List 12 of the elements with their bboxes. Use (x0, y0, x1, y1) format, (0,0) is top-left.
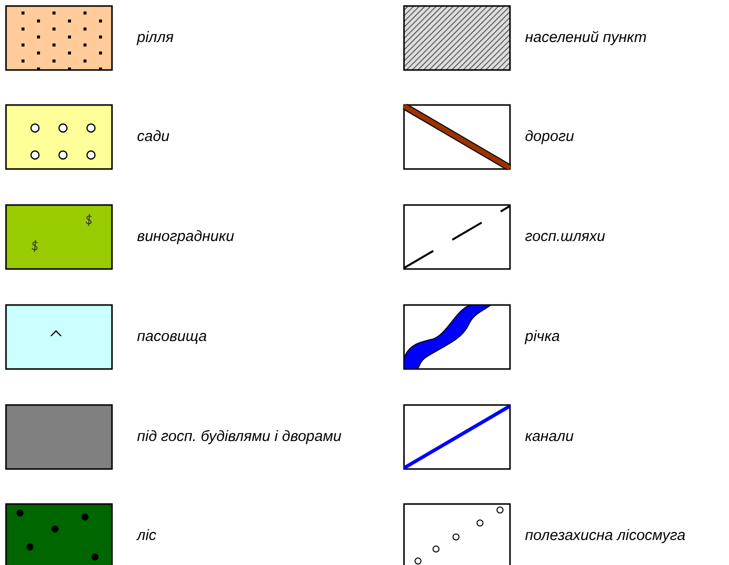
legend-label: під госп. будівлями і дворами (137, 428, 342, 446)
legend-label: рілля (137, 29, 174, 47)
legend-label: дороги (525, 128, 574, 146)
legend-label: полезахисна лісосмуга (525, 527, 686, 545)
legend-label: ліс (137, 527, 156, 545)
legend-label: госп.шляхи (525, 228, 606, 246)
legend-label: населений пункт (525, 29, 647, 47)
legend-label: канали (525, 428, 574, 446)
legend-label: сади (137, 128, 170, 146)
legend-label: річка (525, 328, 560, 346)
legend-label: пасовища (137, 328, 207, 346)
legend-label: виноградники (137, 228, 234, 246)
